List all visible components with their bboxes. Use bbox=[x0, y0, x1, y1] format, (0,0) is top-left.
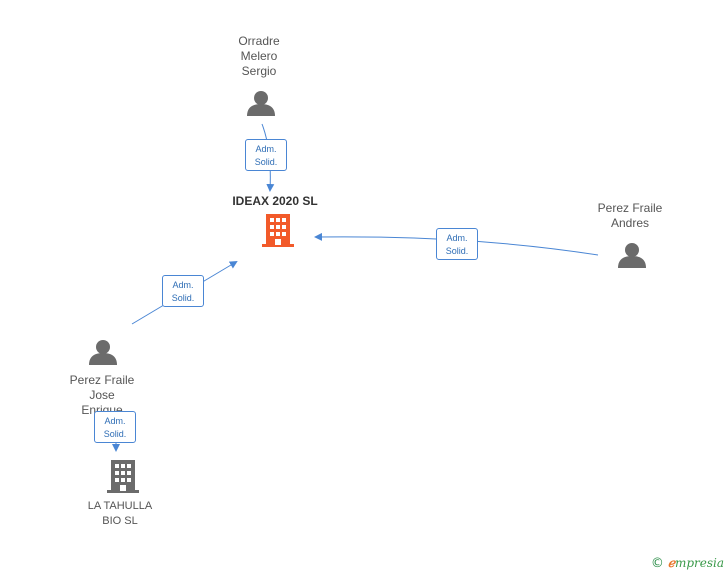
relation-type: Adm. bbox=[446, 233, 468, 243]
relation-type: Adm. bbox=[172, 280, 194, 290]
relation-subtype: Solid. bbox=[171, 293, 195, 303]
building-icon[interactable] bbox=[107, 460, 139, 493]
person-label-jose[interactable]: Perez Fraile Jose Enrique bbox=[69, 373, 135, 417]
person-label-orradre[interactable]: Orradre Melero Sergio bbox=[238, 34, 280, 78]
person-icon[interactable] bbox=[618, 243, 646, 268]
copyright-icon: © bbox=[650, 556, 664, 571]
relation-badge-jose-tahulla[interactable]: Adm. Solid. bbox=[94, 411, 136, 443]
relation-subtype: Solid. bbox=[103, 429, 127, 439]
relation-subtype: Solid. bbox=[445, 246, 469, 256]
company-label-ideax[interactable]: IDEAX 2020 SL bbox=[232, 194, 318, 208]
relation-badge-jose-main[interactable]: Adm. Solid. bbox=[162, 275, 204, 307]
person-icon[interactable] bbox=[89, 340, 117, 365]
brand-e: ℯ bbox=[667, 556, 675, 570]
company-label-tahulla[interactable]: LA TAHULLA BIO SL bbox=[87, 500, 153, 527]
person-label-andres[interactable]: Perez Fraile Andres bbox=[597, 201, 663, 230]
brand-name: mpresia bbox=[674, 556, 724, 570]
relation-type: Adm. bbox=[255, 144, 277, 154]
building-icon[interactable] bbox=[262, 214, 294, 247]
person-icon[interactable] bbox=[247, 91, 275, 116]
relation-subtype: Solid. bbox=[254, 157, 278, 167]
relation-type: Adm. bbox=[104, 416, 126, 426]
relation-badge-andres[interactable]: Adm. Solid. bbox=[436, 228, 478, 260]
empresia-logo[interactable]: ©ℯmpresia bbox=[651, 556, 724, 571]
relation-badge-orradre[interactable]: Adm. Solid. bbox=[245, 139, 287, 171]
